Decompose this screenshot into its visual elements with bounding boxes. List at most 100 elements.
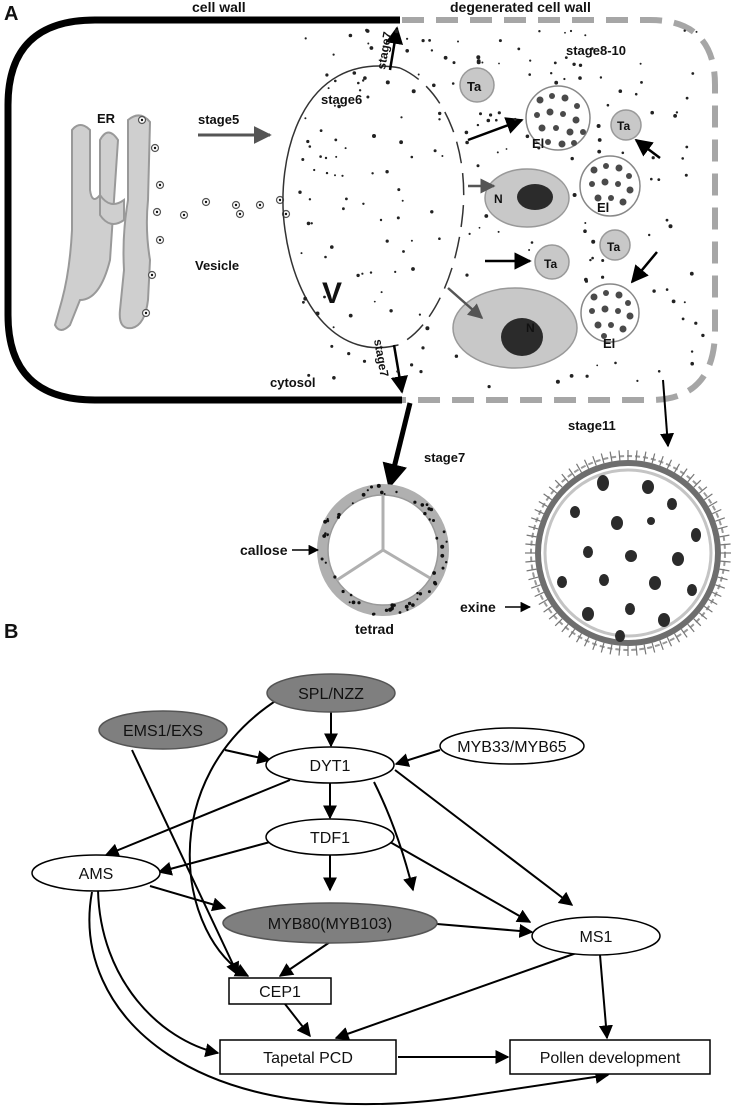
- edge-ems1-cep1: [131, 749, 239, 977]
- cytosol-dot: [402, 250, 405, 253]
- node-ms1[interactable]: MS1: [531, 916, 661, 956]
- tetrad-dot: [429, 507, 434, 512]
- exine-spike: [708, 500, 718, 508]
- exine-spike: [715, 517, 726, 522]
- tetrad-dot: [418, 592, 423, 596]
- exine-spike: [525, 560, 536, 563]
- tetrad-dot: [341, 589, 345, 594]
- tetrad-dot: [383, 493, 386, 495]
- exine-spike: [703, 493, 713, 501]
- cytosol-dot: [694, 321, 698, 325]
- tetrad-dot: [333, 575, 337, 579]
- cytosol-dot: [479, 112, 482, 116]
- exine-spike: [525, 543, 536, 546]
- cytosol-dot: [348, 33, 353, 38]
- exine-spike: [530, 517, 541, 522]
- stage7-tetrad-label: stage7: [424, 450, 465, 465]
- tetrad-dot: [425, 503, 429, 506]
- cytosol-dot: [379, 218, 383, 222]
- tetrad-dot: [411, 603, 415, 607]
- cytosol-dot: [673, 114, 677, 118]
- tetrad-dot: [326, 534, 329, 537]
- tetrad-dot: [351, 600, 356, 605]
- tetrad-dot: [320, 557, 324, 561]
- edge-myb80-cep1: [278, 941, 331, 977]
- node-tapetal-pcd[interactable]: Tapetal PCD: [219, 1039, 397, 1075]
- cytosol-dot: [410, 363, 414, 367]
- tetrad-dot: [366, 489, 369, 492]
- exine-spike: [680, 468, 688, 478]
- node-spl-nzz[interactable]: SPL/NZZ: [266, 673, 396, 713]
- cytosol-dot: [601, 259, 605, 262]
- tetrad-dot: [440, 553, 445, 558]
- cytosol-dot: [410, 155, 414, 159]
- cytosol-dot: [365, 29, 370, 33]
- node-cep1[interactable]: CEP1: [228, 977, 332, 1005]
- cytosol-dot: [597, 149, 602, 154]
- cytosol-dot: [465, 273, 469, 277]
- cytosol-dot: [596, 124, 601, 128]
- tetrad-dot: [349, 593, 353, 597]
- cytosol-dot: [332, 376, 336, 380]
- exine-spike: [609, 451, 613, 462]
- exine-spike: [708, 598, 718, 606]
- cytosol-dot: [334, 79, 337, 83]
- cytosol-dot: [347, 352, 351, 356]
- cytosol-dot: [400, 116, 403, 119]
- exine-spike: [583, 459, 590, 469]
- cytosol-dot: [528, 249, 531, 251]
- edge-ms1-pollen: [598, 954, 613, 1040]
- tetrad-label: tetrad: [355, 621, 394, 637]
- cytosol-dot: [650, 110, 654, 115]
- exine-spike: [548, 486, 558, 494]
- exine-spike: [600, 642, 605, 653]
- cytosol-dot: [597, 138, 602, 142]
- cytosol-dot: [385, 170, 389, 174]
- exine-spike: [659, 455, 664, 466]
- exine-spike: [666, 637, 673, 647]
- exine-spike: [720, 543, 731, 546]
- cytosol-dot: [668, 224, 673, 229]
- node-pollen-development[interactable]: Pollen development: [509, 1039, 711, 1075]
- cytosol-dot: [438, 237, 441, 240]
- cell-wall-label: cell wall: [192, 0, 246, 15]
- tetrad-dot: [416, 598, 419, 601]
- cytosol-dot: [481, 61, 484, 64]
- cytosol-dot: [438, 118, 441, 121]
- node-ems1-exs[interactable]: EMS1/EXS: [98, 710, 228, 750]
- tetrad-dot: [420, 503, 425, 507]
- cytosol-dot: [584, 277, 588, 282]
- cytosol-dot: [572, 193, 577, 197]
- exine-spike: [698, 612, 708, 620]
- ta-label-3: Ta: [544, 257, 557, 271]
- cytosol-dot: [690, 350, 694, 353]
- tetrad-dot: [423, 511, 427, 516]
- exine-spike: [693, 479, 702, 488]
- tetrad-dot: [348, 601, 351, 604]
- edge-tdf1-ms1: [389, 841, 532, 923]
- exine-spike: [666, 459, 673, 469]
- node-ems1-exs-label: EMS1/EXS: [123, 723, 203, 740]
- tetrad-dot: [441, 566, 445, 570]
- cytosol-dot: [564, 31, 566, 34]
- node-dyt1-label: DYT1: [310, 758, 351, 775]
- cytosol-dot: [513, 117, 517, 121]
- cytosol-dot: [640, 81, 643, 84]
- cytosol-dot: [496, 151, 499, 154]
- cytosol-dot: [457, 40, 459, 43]
- cytosol-dot: [497, 111, 501, 115]
- node-myb33-myb65[interactable]: MYB33/MYB65: [439, 727, 585, 765]
- exine-spike: [719, 534, 730, 538]
- cytosol-dot: [685, 145, 689, 149]
- cytosol-dot: [529, 59, 532, 62]
- cytosol-dot: [689, 271, 694, 276]
- cytosol-dot: [550, 72, 553, 75]
- node-ams[interactable]: AMS: [31, 854, 161, 892]
- exine-spike: [543, 493, 553, 501]
- panel-a-label: A: [4, 3, 18, 25]
- cytosol-dot: [578, 76, 582, 80]
- node-myb80[interactable]: MYB80(MYB103): [222, 902, 438, 944]
- node-tdf1[interactable]: TDF1: [265, 818, 395, 856]
- node-dyt1[interactable]: DYT1: [265, 746, 395, 784]
- cytosol-dot: [302, 300, 305, 304]
